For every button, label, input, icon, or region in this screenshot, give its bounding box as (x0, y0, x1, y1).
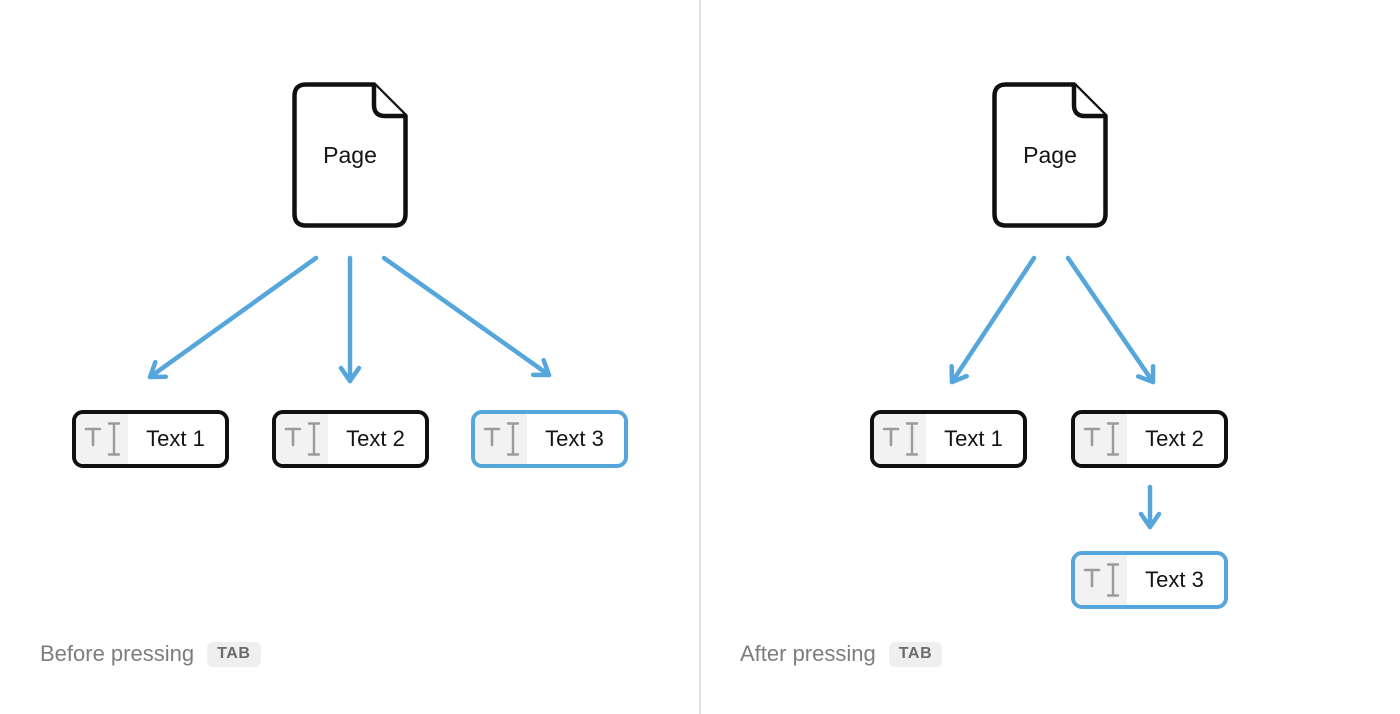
block-text2-after: Text 2 (1071, 410, 1228, 468)
text-block-icon (76, 414, 128, 464)
text-block-icon (1075, 555, 1127, 605)
arrow-page-to-text1-before (147, 255, 319, 380)
block-text3-before: Text 3 (471, 410, 628, 468)
page-label: Page (1023, 141, 1077, 168)
tab-key-badge: TAB (207, 641, 261, 667)
arrow-page-to-text1-after (949, 255, 1037, 385)
page-document-icon (992, 82, 1108, 228)
text-block-icon (475, 414, 527, 464)
block-text2-before: Text 2 (272, 410, 429, 468)
tab-key-badge: TAB (888, 641, 943, 667)
block-text3-after: Text 3 (1071, 551, 1228, 609)
block-label: Text 2 (1145, 426, 1204, 451)
text-block-icon (276, 414, 328, 464)
block-label: Text 2 (346, 426, 405, 451)
block-label: Text 1 (146, 426, 205, 451)
block-text1-after: Text 1 (870, 410, 1027, 468)
block-label: Text 3 (545, 426, 604, 451)
caption-before: Before pressing TAB (40, 641, 261, 667)
page-label: Page (323, 141, 377, 168)
caption-after-text: After pressing (740, 641, 876, 666)
caption-before-text: Before pressing (40, 641, 195, 666)
page-document-icon (292, 82, 408, 228)
caption-after: After pressing TAB (740, 641, 943, 667)
block-label: Text 3 (1145, 567, 1204, 592)
block-label: Text 1 (944, 426, 1003, 451)
arrow-page-to-text2-after (1065, 255, 1156, 385)
page-node-before: Page (292, 82, 408, 228)
text-block-icon (1075, 414, 1127, 464)
text-block-icon (874, 414, 926, 464)
panel-divider (699, 0, 701, 714)
block-text1-before: Text 1 (72, 410, 229, 468)
arrow-page-to-text3-before (381, 255, 552, 378)
page-node-after: Page (992, 82, 1108, 228)
